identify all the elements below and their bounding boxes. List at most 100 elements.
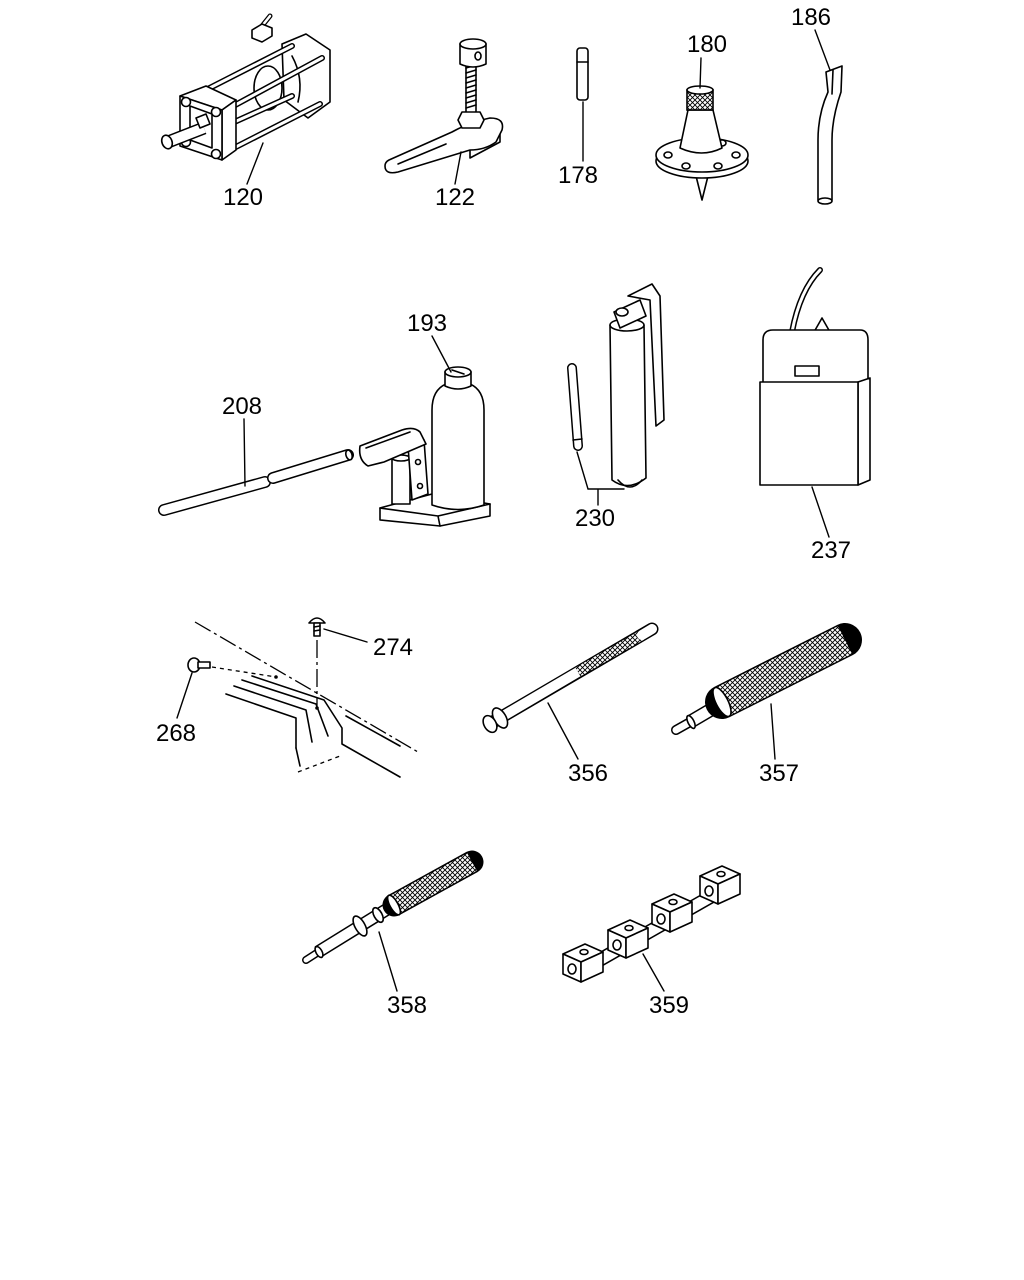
rod-356-knurl bbox=[575, 630, 645, 677]
installer-body bbox=[679, 109, 723, 154]
jack-body bbox=[431, 383, 485, 511]
tool-208-jack-handle bbox=[158, 449, 354, 516]
tool-357-driver bbox=[671, 623, 862, 735]
jack-lever-socket bbox=[358, 427, 427, 467]
callouts: 120 122 178 180 186 193 208 230 237 274 … bbox=[156, 4, 851, 1019]
tool-356-rod bbox=[482, 622, 659, 734]
callout-358: 358 bbox=[387, 992, 427, 1019]
jack-ram-slot bbox=[451, 369, 465, 375]
grease-gun-end-cap bbox=[617, 479, 643, 488]
callout-230: 230 bbox=[575, 505, 615, 532]
screw-268-axis bbox=[211, 666, 277, 678]
leader-lines bbox=[176, 29, 831, 992]
punch-body bbox=[817, 65, 843, 204]
rail-profile-line bbox=[233, 685, 313, 743]
screw-268-hole bbox=[274, 675, 278, 679]
screw-274 bbox=[308, 617, 326, 637]
callout-237: 237 bbox=[811, 537, 851, 564]
handle-segment-fill bbox=[159, 477, 270, 515]
callout-274: 274 bbox=[373, 634, 413, 661]
leader-122 bbox=[454, 151, 462, 185]
case-cable bbox=[789, 267, 823, 335]
wrench-nut bbox=[457, 111, 485, 129]
callout-356: 356 bbox=[568, 760, 608, 787]
rail-section bbox=[187, 617, 419, 778]
driver-357-step bbox=[686, 714, 696, 730]
handle-segment-fill bbox=[268, 450, 353, 483]
driver-357-handle-end bbox=[712, 686, 732, 718]
callout-186: 186 bbox=[791, 4, 831, 31]
callout-193: 193 bbox=[407, 310, 447, 337]
alignment-block-2 bbox=[607, 919, 649, 959]
puller-nut bbox=[210, 148, 222, 160]
leader-268 bbox=[176, 672, 193, 719]
punch-slot bbox=[831, 69, 834, 95]
puller-nut bbox=[210, 106, 222, 118]
rail-profile-line bbox=[241, 679, 329, 737]
leader-357 bbox=[770, 703, 776, 760]
wrench-lever-slot bbox=[397, 143, 447, 165]
driver-358-step bbox=[314, 945, 324, 959]
driver-358-knurled-handle bbox=[389, 853, 477, 914]
driver-358-collar bbox=[352, 915, 368, 937]
tool-120-puller bbox=[160, 13, 331, 161]
installer-flange-hole bbox=[663, 151, 673, 159]
puller-fitting bbox=[251, 13, 273, 43]
screw-274-hole bbox=[315, 706, 319, 710]
case-slot bbox=[794, 365, 820, 377]
leader-274 bbox=[323, 628, 368, 643]
case-cable-fill bbox=[790, 268, 822, 334]
rail-hidden-edge bbox=[297, 755, 341, 773]
case-side bbox=[857, 377, 871, 486]
jack-lever-socket-edge bbox=[365, 431, 411, 449]
leader-120 bbox=[246, 142, 264, 185]
leader-237 bbox=[811, 486, 830, 538]
tool-358-driver bbox=[302, 850, 484, 964]
puller-forcing-screw bbox=[160, 113, 211, 150]
tool-186-punch bbox=[817, 65, 843, 205]
driver-358-handle-end bbox=[386, 894, 402, 916]
callout-180: 180 bbox=[687, 31, 727, 58]
tool-180-installer bbox=[655, 85, 749, 201]
callout-359: 359 bbox=[649, 992, 689, 1019]
rod-356-head bbox=[482, 714, 498, 734]
pin-body bbox=[576, 47, 589, 101]
driver-358-ring bbox=[371, 906, 385, 924]
rail-profile-line bbox=[295, 747, 301, 767]
alignment-block-1 bbox=[562, 943, 604, 983]
rail-profile-line bbox=[251, 675, 401, 778]
callout-208: 208 bbox=[222, 393, 262, 420]
installer-flange-hole bbox=[713, 162, 723, 170]
grease-gun-head bbox=[613, 299, 647, 329]
tool-193-bottle-jack bbox=[358, 366, 491, 527]
driver-357-knurled-handle bbox=[715, 626, 852, 716]
jack-bolt bbox=[416, 482, 424, 490]
tool-122-screw-wrench bbox=[384, 38, 504, 174]
puller-back-plate-recess bbox=[291, 55, 301, 103]
alignment-block-3 bbox=[651, 893, 693, 933]
rail-edge bbox=[345, 715, 401, 747]
tool-230-grease-gun bbox=[567, 283, 665, 488]
wrench-knob bbox=[459, 43, 487, 68]
callout-178: 178 bbox=[558, 162, 598, 189]
leader-193 bbox=[431, 335, 452, 373]
leader-230 bbox=[576, 451, 625, 506]
punch-end bbox=[817, 197, 833, 205]
handle-end bbox=[344, 449, 354, 461]
callout-268: 268 bbox=[156, 720, 196, 747]
case-body bbox=[759, 381, 859, 486]
leader-186 bbox=[814, 29, 831, 71]
rail-profile-line bbox=[225, 693, 297, 749]
tool-178-pin bbox=[576, 47, 589, 101]
grease-gun-hose-fill bbox=[568, 364, 582, 450]
jack-pump-cylinder bbox=[391, 457, 411, 505]
alignment-block-4 bbox=[699, 865, 741, 905]
tool-237-case bbox=[759, 267, 871, 486]
leader-180 bbox=[699, 57, 702, 89]
callout-357: 357 bbox=[759, 760, 799, 787]
rod-356-shaft bbox=[490, 667, 581, 727]
tool-359-alignment-bar bbox=[562, 865, 741, 983]
callout-120: 120 bbox=[223, 184, 263, 211]
callout-122: 122 bbox=[435, 184, 475, 211]
